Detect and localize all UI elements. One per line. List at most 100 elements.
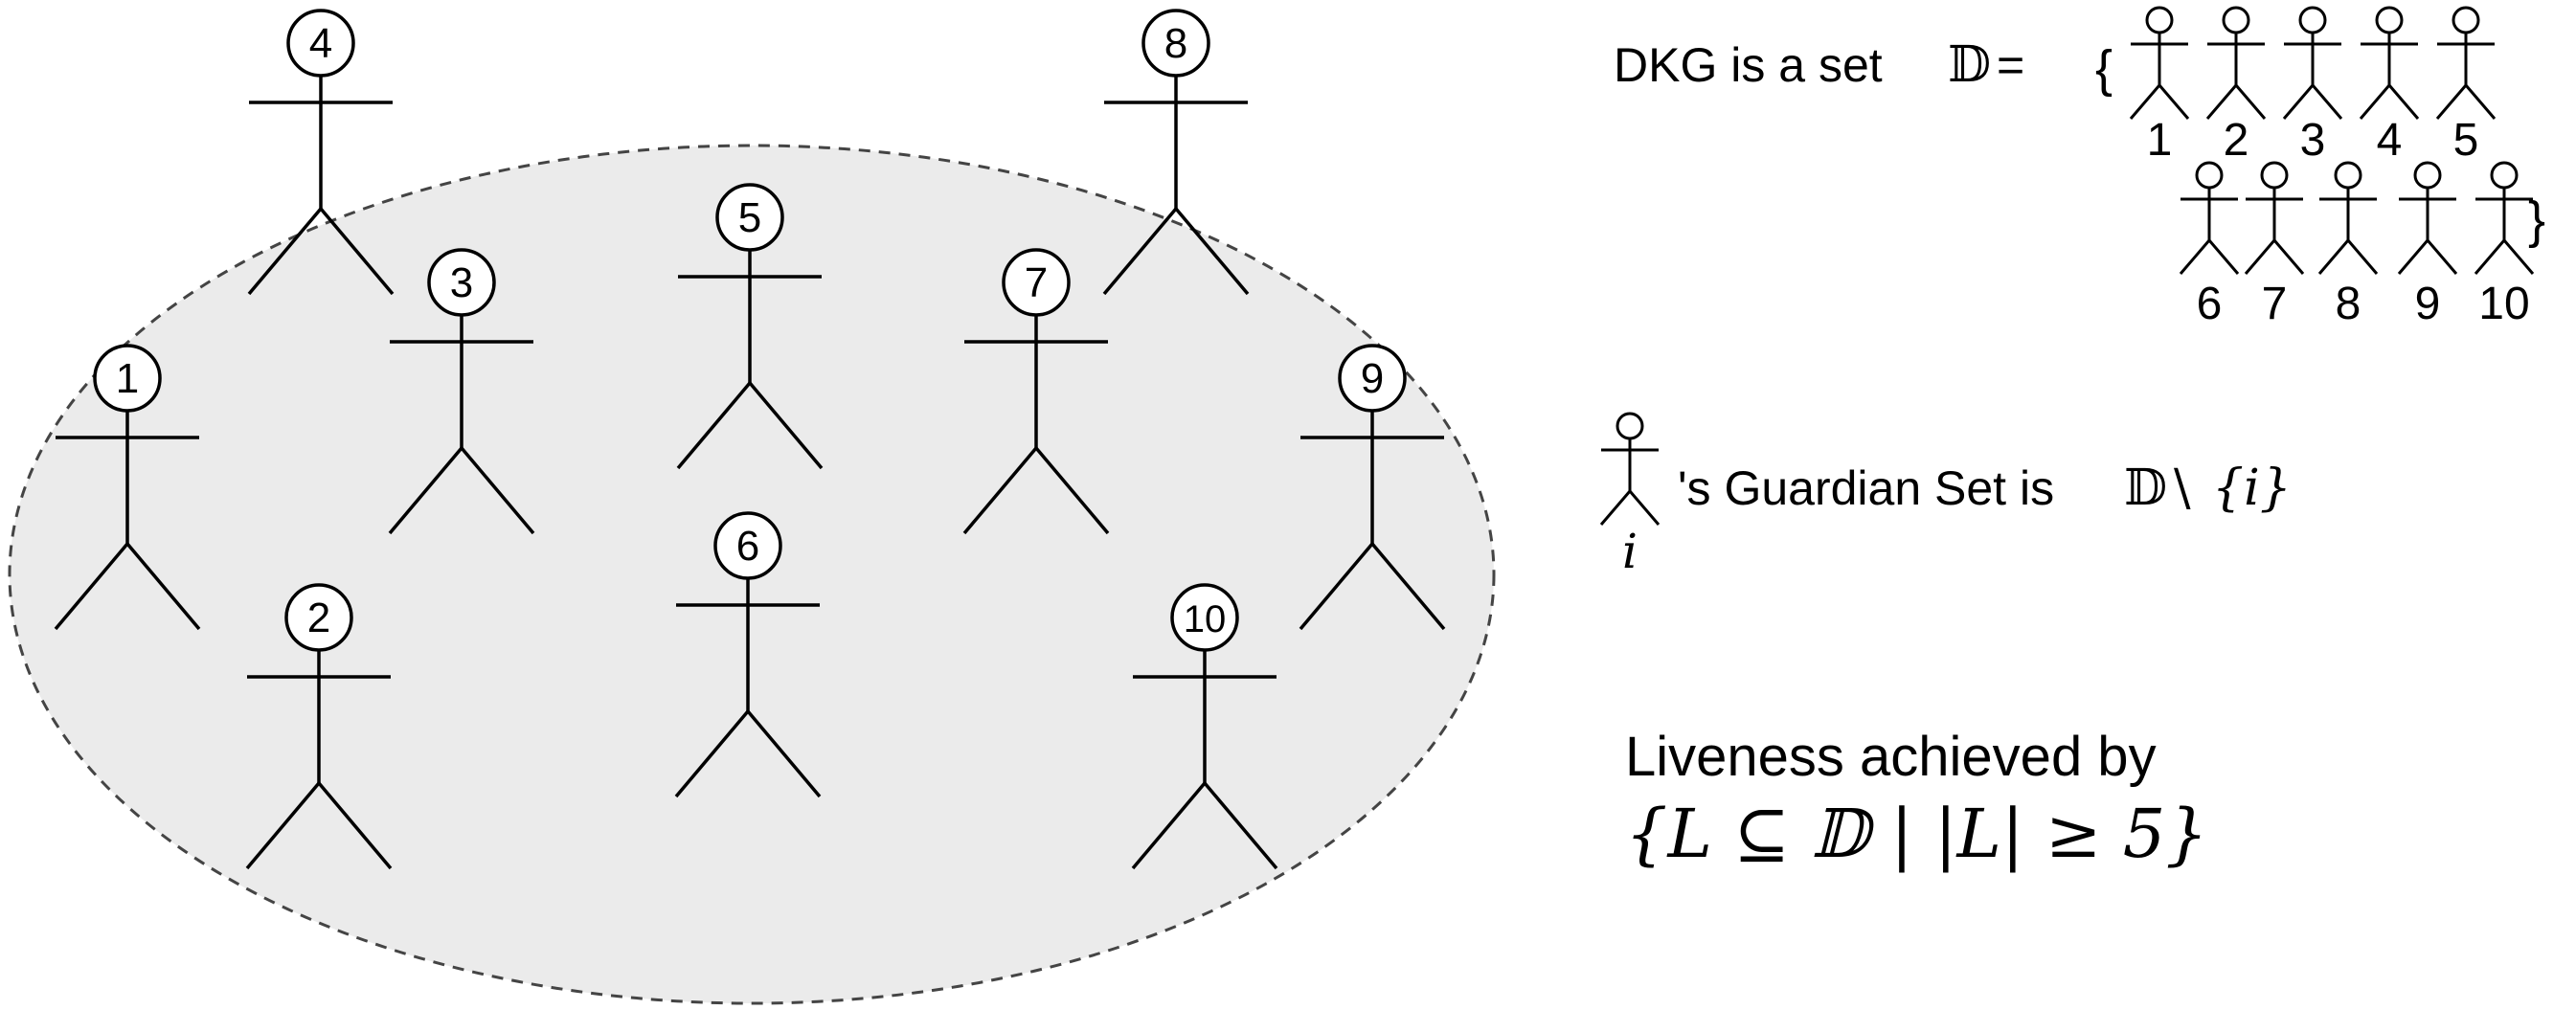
member-right-leg	[2311, 84, 2343, 120]
participant-number: 6	[736, 523, 759, 570]
guardian-set-text: 's Guardian Set is	[1678, 461, 2054, 515]
member-left-leg	[2435, 84, 2468, 120]
participant-right-leg	[748, 381, 824, 470]
participant-left-leg	[1102, 207, 1178, 296]
participant-right-leg	[1034, 446, 1110, 535]
dkg-close-brace: }	[2528, 191, 2545, 249]
set-member-10: 10	[2474, 161, 2535, 329]
member-left-leg	[2474, 239, 2506, 275]
participant-8: 8	[1102, 9, 1250, 296]
participant-9: 9	[1299, 344, 1446, 631]
guardian-set-expression: {i}	[2212, 460, 2292, 517]
participant-left-leg	[676, 381, 752, 470]
participant-right-leg	[460, 446, 535, 535]
member-right-leg	[2234, 84, 2267, 120]
participant-right-leg	[319, 207, 395, 296]
participant-left-leg	[674, 709, 750, 798]
participant-right-leg	[125, 542, 201, 631]
participant-number: 8	[1164, 20, 1187, 67]
member-number: 1	[2147, 115, 2173, 166]
participant-number: 4	[309, 20, 332, 67]
liveness-title: Liveness achieved by	[1625, 726, 2157, 788]
participant-number: 3	[450, 259, 473, 306]
participant-figures: 1 2 3 4 5 6 7 8 9 10	[54, 9, 1446, 870]
participant-number: 1	[116, 355, 139, 402]
participant-number: 10	[1184, 598, 1227, 640]
member-number: 10	[2478, 279, 2529, 329]
set-member-2: 2	[2205, 6, 2267, 166]
participant-left-leg	[1131, 781, 1207, 870]
member-left-leg	[2282, 84, 2315, 120]
member-head	[2375, 6, 2404, 34]
set-member-6: 6	[2179, 161, 2240, 329]
participant-5: 5	[676, 183, 824, 470]
member-head	[1616, 412, 1644, 440]
member-number: 5	[2453, 115, 2479, 166]
participant-6: 6	[674, 511, 822, 798]
participant-number: 7	[1025, 259, 1048, 306]
participant-7: 7	[962, 248, 1110, 535]
member-number: 7	[2262, 279, 2288, 329]
participant-left-leg	[962, 446, 1038, 535]
member-head	[2145, 6, 2174, 34]
participant-left-leg	[245, 781, 321, 870]
member-right-leg	[2464, 84, 2497, 120]
member-right-leg	[2502, 239, 2535, 275]
member-number: 9	[2415, 279, 2441, 329]
member-left-leg	[2359, 84, 2391, 120]
member-right-leg	[2346, 239, 2379, 275]
set-member-5: 5	[2435, 6, 2497, 166]
participant-10: 10	[1131, 583, 1278, 870]
member-right-leg	[2426, 239, 2458, 275]
participant-3: 3	[388, 248, 535, 535]
member-head	[2413, 161, 2442, 190]
participant-right-leg	[746, 709, 822, 798]
set-member-1: 1	[2129, 6, 2190, 166]
member-right-leg	[2207, 239, 2240, 275]
member-right-leg	[2387, 84, 2420, 120]
member-head	[2195, 161, 2224, 190]
member-head	[2334, 161, 2362, 190]
member-right-leg	[1628, 490, 1661, 526]
member-number: 8	[2336, 279, 2361, 329]
member-number: 3	[2300, 115, 2326, 166]
set-member-9: 9	[2397, 161, 2458, 329]
member-left-leg	[2244, 239, 2276, 275]
member-left-leg	[2397, 239, 2429, 275]
set-member-4: 4	[2359, 6, 2420, 166]
participant-right-leg	[1203, 781, 1278, 870]
participant-1: 1	[54, 344, 201, 631]
guardian-set-symbol: 𝔻	[2124, 460, 2167, 517]
set-member-3: 3	[2282, 6, 2343, 166]
member-number: 2	[2224, 115, 2249, 166]
dkg-set-symbol: 𝔻	[1948, 36, 1991, 94]
participant-left-leg	[1299, 542, 1374, 631]
member-left-leg	[2205, 84, 2238, 120]
participant-number: 9	[1361, 355, 1384, 402]
liveness-formula: {L ⊆ 𝔻 | |L| ≥ 5}	[1625, 795, 2208, 873]
participant-number: 2	[307, 595, 330, 641]
set-member-7: 7	[2244, 161, 2305, 329]
dkg-definition-text: DKG is a set	[1614, 38, 1883, 92]
member-left-leg	[2179, 239, 2211, 275]
participant-4: 4	[247, 9, 395, 296]
guardian-figure-label: i	[1622, 524, 1638, 579]
participant-2: 2	[245, 583, 393, 870]
dkg-equals-sign: =	[1997, 38, 2024, 92]
member-right-leg	[2272, 239, 2305, 275]
member-left-leg	[2317, 239, 2350, 275]
dkg-open-brace: {	[2095, 40, 2113, 98]
member-head	[2490, 161, 2519, 190]
participant-left-leg	[247, 207, 323, 296]
participant-number: 5	[738, 194, 761, 241]
set-member-8: 8	[2317, 161, 2379, 329]
set-member-guardian	[1599, 412, 1661, 526]
member-head	[2298, 6, 2327, 34]
member-head	[2260, 161, 2289, 190]
member-left-leg	[2129, 84, 2161, 120]
member-number: 4	[2377, 115, 2403, 166]
participant-left-leg	[388, 446, 463, 535]
guardian-set-minus: \	[2174, 460, 2191, 517]
member-number: 6	[2197, 279, 2223, 329]
